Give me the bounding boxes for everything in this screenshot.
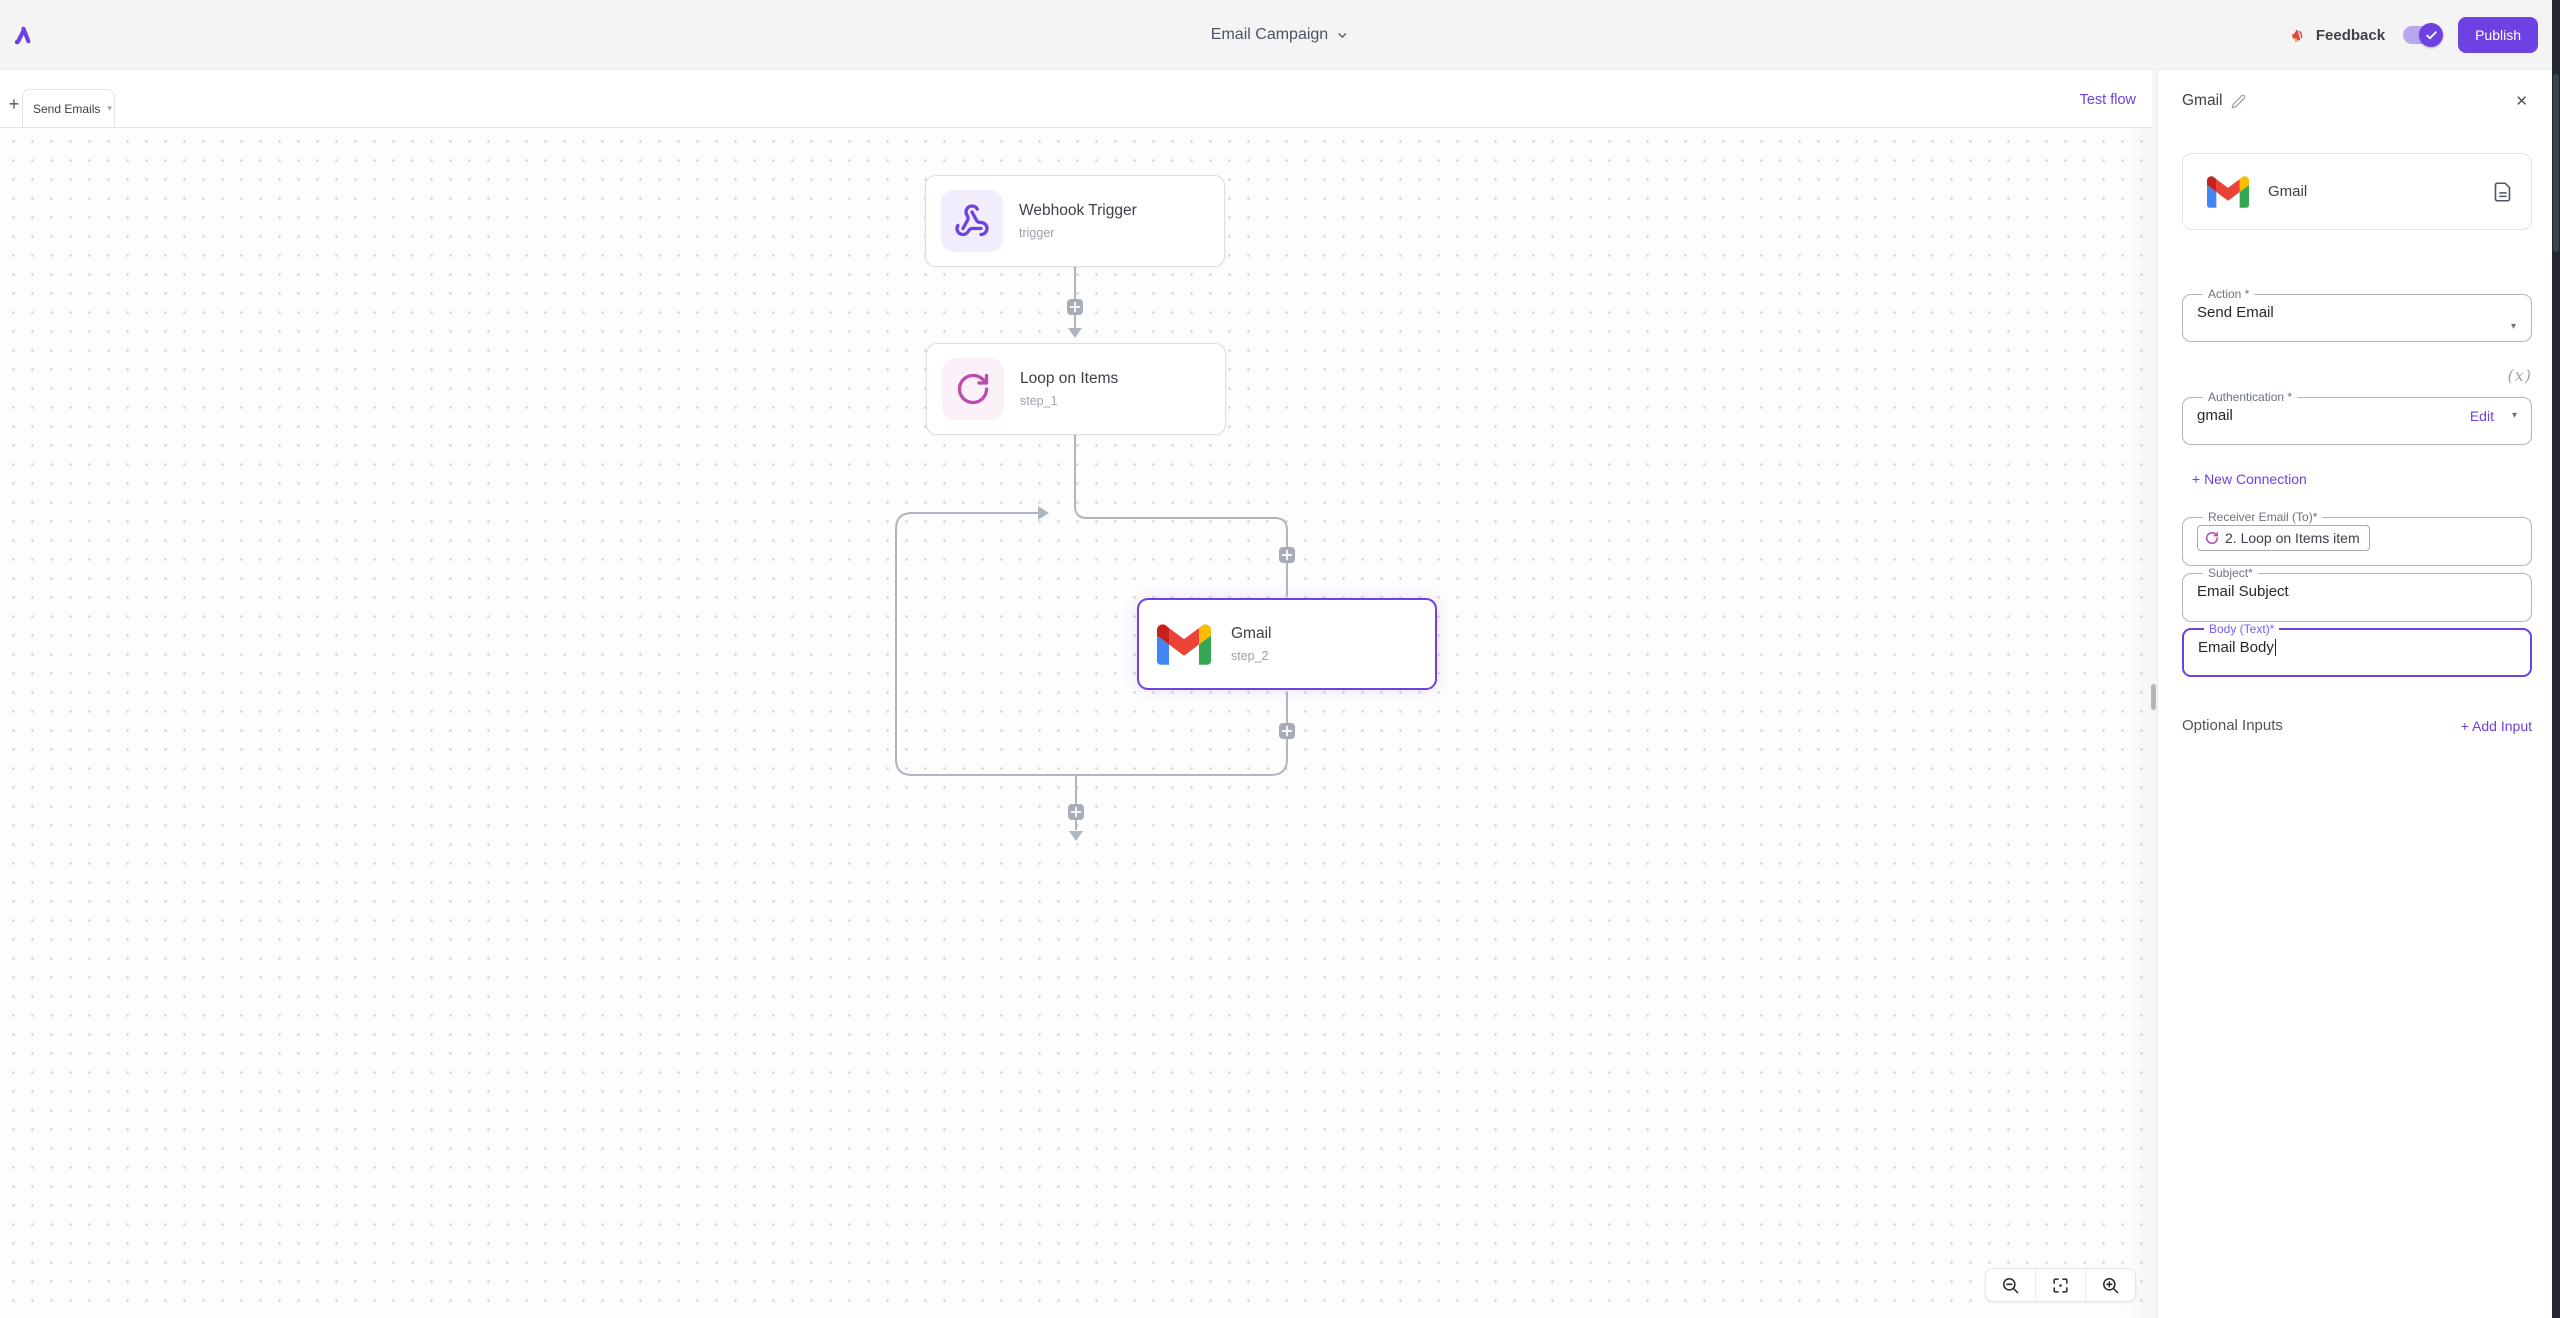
toggle-knob (2419, 23, 2444, 47)
test-flow-button[interactable]: Test flow (2079, 92, 2136, 108)
zoom-out-icon (2003, 1277, 2019, 1293)
arrowhead-down (1068, 328, 1082, 338)
loop-icon (942, 358, 1004, 420)
body-text-value: Email Body (2198, 639, 2274, 656)
zoom-out-button[interactable] (1986, 1269, 2035, 1301)
app-header: Email Campaign Feedback Publish (0, 0, 2560, 70)
fit-view-icon (2053, 1277, 2068, 1293)
action-value: Send Email (2197, 304, 2274, 321)
authentication-label: Authentication * (2208, 390, 2293, 404)
feedback-button[interactable]: Feedback (2290, 26, 2385, 44)
arrowhead-down (1069, 831, 1083, 841)
edge-loop-return (895, 512, 1288, 776)
body-text-field[interactable]: Body (Text)* Email Body (2182, 622, 2532, 677)
caret-down-icon: ▾ (2511, 410, 2517, 421)
node-title: Gmail (1231, 625, 1272, 642)
flow-tab-send-emails[interactable]: Send Emails ▾ (22, 89, 115, 127)
fit-view-button[interactable] (2035, 1269, 2085, 1301)
app-info-card: Gmail (2182, 153, 2532, 230)
insert-variable-icon[interactable]: (x) (2507, 366, 2532, 385)
flow-tab-label: Send Emails (33, 101, 101, 116)
docs-icon[interactable] (2492, 180, 2513, 204)
arrowhead-right (1038, 506, 1049, 520)
node-webhook-trigger[interactable]: Webhook Trigger trigger (925, 175, 1225, 267)
edge-loop-to-child (1074, 435, 1288, 596)
node-step-name: step_2 (1231, 649, 1269, 663)
panel-resize-handle[interactable] (2151, 684, 2156, 710)
tab-caret-icon[interactable]: ▾ (107, 103, 112, 113)
authentication-value: gmail (2197, 407, 2233, 424)
receiver-email-label: Receiver Email (To)* (2208, 510, 2318, 524)
flow-title: Email Campaign (1210, 26, 1329, 43)
webhook-icon (941, 190, 1003, 252)
add-step-buttons (1067, 299, 1295, 820)
flow-edges (895, 267, 1295, 841)
action-select[interactable]: Action * Send Email ▾ (2182, 287, 2532, 342)
body-text-label: Body (Text)* (2209, 622, 2275, 636)
flow-canvas[interactable]: Webhook Trigger trigger Loop on Items st… (0, 128, 2152, 1318)
zoom-in-button[interactable] (2085, 1269, 2135, 1301)
loop-icon (2206, 531, 2219, 544)
add-step-button[interactable] (1279, 547, 1295, 563)
zoom-in-icon (2103, 1277, 2119, 1293)
add-step-button[interactable] (1279, 723, 1295, 739)
new-connection-button[interactable]: + New Connection (2192, 471, 2307, 487)
add-input-button[interactable]: + Add Input (2460, 717, 2532, 734)
authentication-select[interactable]: Authentication * gmail Edit ▾ (2182, 390, 2532, 445)
node-step-name: step_1 (1020, 394, 1058, 408)
scrollbar-thumb[interactable] (2553, 74, 2559, 252)
subject-label: Subject* (2208, 566, 2253, 580)
activepieces-logo-icon[interactable] (13, 24, 33, 46)
flow-tab-bar: + Send Emails ▾ Test flow (0, 70, 2152, 128)
node-loop-on-items[interactable]: Loop on Items step_1 (926, 343, 1226, 435)
chevron-down-icon (1338, 32, 1347, 38)
gmail-icon (1153, 613, 1215, 675)
feedback-label: Feedback (2315, 26, 2386, 44)
canvas-zoom-toolbar (1985, 1268, 2136, 1302)
subject-field[interactable]: Subject* Email Subject (2182, 566, 2532, 622)
variable-chip-loop-item[interactable]: 2. Loop on Items item (2197, 525, 2370, 551)
node-gmail[interactable]: Gmail step_2 (1137, 598, 1437, 690)
app-name: Gmail (2268, 183, 2308, 200)
close-panel-button[interactable]: ✕ (2515, 93, 2528, 110)
add-step-button[interactable] (1068, 804, 1084, 820)
step-settings-panel: Gmail ✕ Gmail Action * Send Email ▾ (x) … (2157, 70, 2552, 1318)
publish-button[interactable]: Publish (2458, 17, 2538, 53)
receiver-email-field[interactable]: Receiver Email (To)* 2. Loop on Items it… (2182, 510, 2532, 566)
flow-enabled-toggle[interactable] (2403, 23, 2444, 47)
check-icon (2425, 30, 2437, 39)
panel-title: Gmail (2182, 92, 2223, 109)
optional-inputs-label: Optional Inputs (2182, 717, 2283, 734)
edit-connection-button[interactable]: Edit (2469, 407, 2494, 424)
action-label: Action * (2208, 287, 2250, 301)
node-title: Loop on Items (1020, 370, 1119, 387)
node-title: Webhook Trigger (1019, 202, 1137, 219)
chip-text: 2. Loop on Items item (2225, 530, 2360, 546)
node-step-name: trigger (1019, 226, 1055, 240)
add-step-button[interactable] (1067, 299, 1083, 315)
megaphone-icon (2291, 29, 2303, 43)
page-scrollbar[interactable] (2552, 0, 2560, 1318)
add-flow-button[interactable]: + (8, 94, 20, 114)
gmail-icon (2207, 175, 2249, 208)
caret-down-icon: ▾ (2510, 321, 2516, 332)
subject-value: Email Subject (2197, 583, 2289, 600)
flow-title-menu[interactable]: Email Campaign (1211, 0, 1349, 70)
edit-pencil-icon[interactable] (2231, 94, 2246, 109)
text-cursor (2274, 639, 2277, 656)
